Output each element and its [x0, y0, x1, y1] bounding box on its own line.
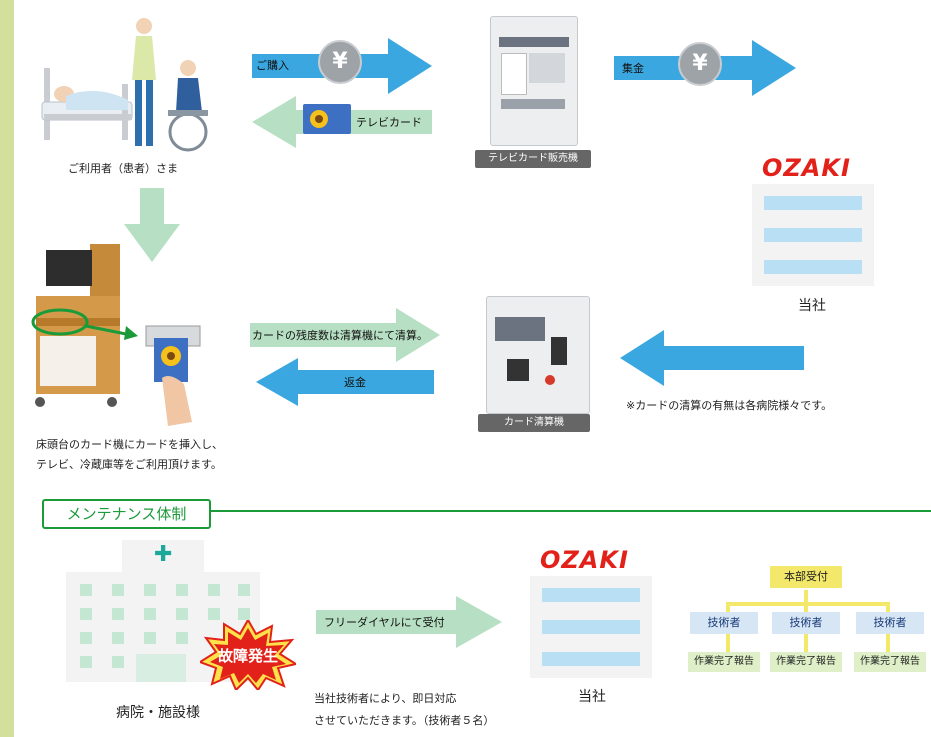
org-technician-1: 技術者	[690, 612, 758, 634]
vending-machine-image	[490, 16, 578, 146]
patients-illustration	[41, 18, 208, 152]
yen-coin-icon-2: ¥	[678, 42, 722, 86]
left-accent-bar	[0, 0, 14, 737]
company-logo-2: OZAKI	[540, 546, 629, 574]
org-done-report-1: 作業完了報告	[688, 652, 760, 672]
bedside-desc-line1: 床頭台のカード機にカードを挿入し、	[36, 438, 223, 451]
user-caption: ご利用者（患者）さま	[68, 162, 178, 175]
card-settlement-machine-caption: カード清算機	[478, 414, 590, 432]
collect-label: 集金	[622, 62, 644, 75]
bedside-desc-line2: テレビ、冷蔵庫等をご利用頂けます。	[36, 458, 222, 471]
org-head-reception: 本部受付	[770, 566, 842, 588]
card-settlement-machine-image	[486, 296, 590, 414]
failure-label: 故障発生	[217, 647, 278, 665]
company-caption-2: 当社	[578, 689, 606, 705]
down-arrow	[124, 188, 180, 262]
refund-arrow	[256, 358, 434, 406]
company-building	[752, 184, 874, 286]
hospital-caption: 病院・施設様	[116, 705, 200, 721]
settle-note: ※カードの清算の有無は各病院様々です。	[626, 399, 833, 412]
settle-label: カードの残度数は清算機にて清算。	[252, 329, 428, 342]
company-caption: 当社	[798, 298, 826, 314]
freedial-label: フリーダイヤルにて受付	[324, 616, 445, 629]
org-technician-3: 技術者	[856, 612, 924, 634]
maintenance-section-title: メンテナンス体制	[42, 499, 211, 529]
tv-card-image	[303, 104, 351, 134]
tech-note-line2: させていただきます。（技術者５名）	[314, 714, 495, 727]
org-done-report-3: 作業完了報告	[854, 652, 926, 672]
failure-burst-icon	[200, 620, 296, 690]
company-logo: OZAKI	[762, 154, 851, 182]
settle-back-arrow	[620, 330, 804, 386]
maintenance-divider	[209, 510, 931, 512]
vending-machine-caption: テレビカード販売機	[475, 150, 591, 168]
settle-arrow	[250, 308, 440, 362]
org-done-report-2: 作業完了報告	[770, 652, 842, 672]
purchase-label: ご購入	[256, 59, 289, 72]
hand-inserting-card-image	[145, 325, 201, 426]
card-label: テレビカード	[356, 116, 422, 129]
hospital-tower: ✚	[122, 540, 204, 574]
org-technician-2: 技術者	[772, 612, 840, 634]
medical-cross-icon: ✚	[154, 542, 173, 567]
company-building-2	[530, 576, 652, 678]
card-slot-highlight	[31, 308, 138, 340]
refund-label: 返金	[344, 376, 366, 389]
freedial-arrow	[316, 596, 502, 648]
tech-note-line1: 当社技術者により、即日対応	[314, 692, 457, 705]
yen-coin-icon: ¥	[318, 40, 362, 84]
